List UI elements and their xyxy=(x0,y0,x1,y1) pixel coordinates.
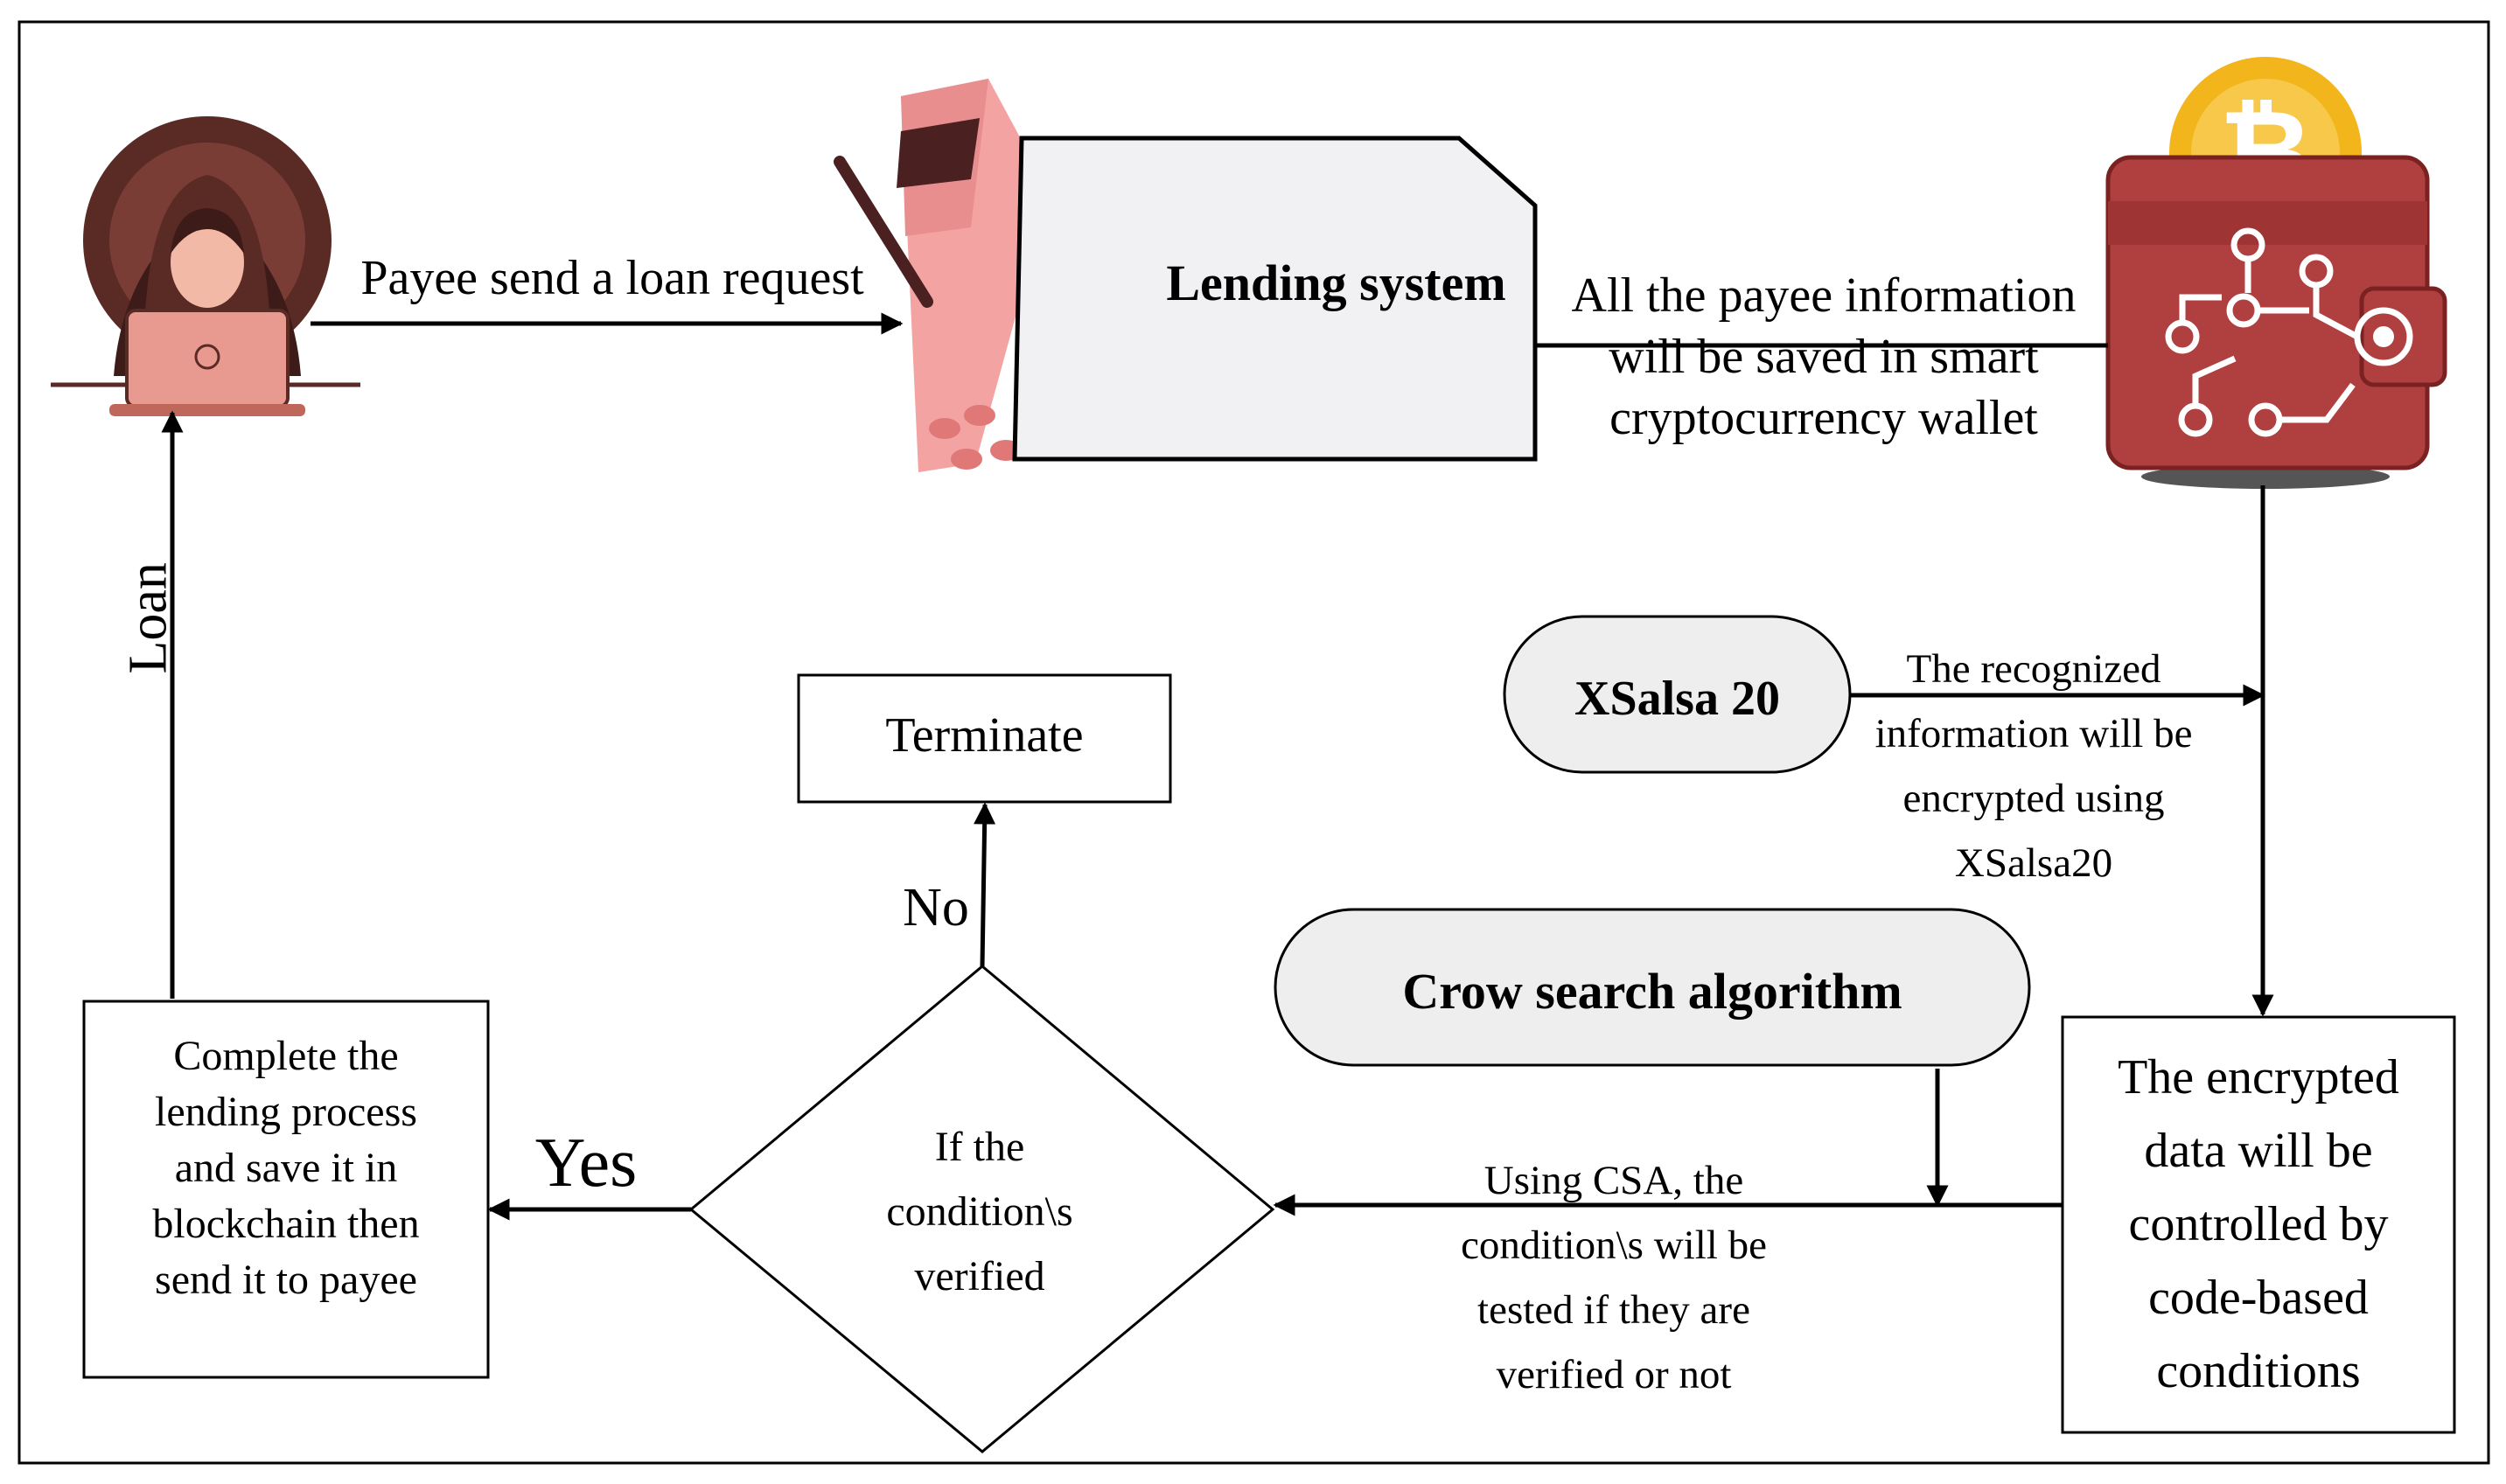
no-label: No xyxy=(903,878,969,937)
csa-note-label: Using CSA, the condition\s will be teste… xyxy=(1461,1158,1767,1397)
crow-search-label: Crow search algorithm xyxy=(1402,963,1902,1020)
crypto-wallet-bitcoin-icon: ₿ xyxy=(2105,57,2447,489)
payee-info-label: All the payee information will be saved … xyxy=(1571,268,2077,445)
lending-system-label: Lending system xyxy=(1166,254,1506,311)
encrypted-data-label: The encrypted data will be controlled by… xyxy=(2118,1050,2399,1398)
xsalsa-label: XSalsa 20 xyxy=(1574,672,1780,726)
complete-node xyxy=(82,1000,490,1379)
decision-label: If the condition\s verified xyxy=(886,1124,1073,1299)
terminate-label: Terminate xyxy=(885,708,1084,763)
encrypt-note-label: The recognized information will be encry… xyxy=(1874,646,2193,886)
yes-label: Yes xyxy=(534,1125,638,1202)
edge-decision-no xyxy=(974,802,996,967)
crow-search-node xyxy=(1274,908,2031,1067)
encrypted-data-node xyxy=(2061,1015,2456,1434)
loan-label: Loan xyxy=(118,562,178,674)
terminate-node xyxy=(797,673,1172,804)
lending-system-node xyxy=(1012,136,1538,462)
loan-request-label: Payee send a loan request xyxy=(360,251,864,305)
outer-frame xyxy=(17,20,2490,1465)
hooded-user-laptop-icon xyxy=(51,116,360,416)
decision-node xyxy=(688,965,1275,1453)
complete-label: Complete the lending process and save it… xyxy=(152,1033,420,1303)
